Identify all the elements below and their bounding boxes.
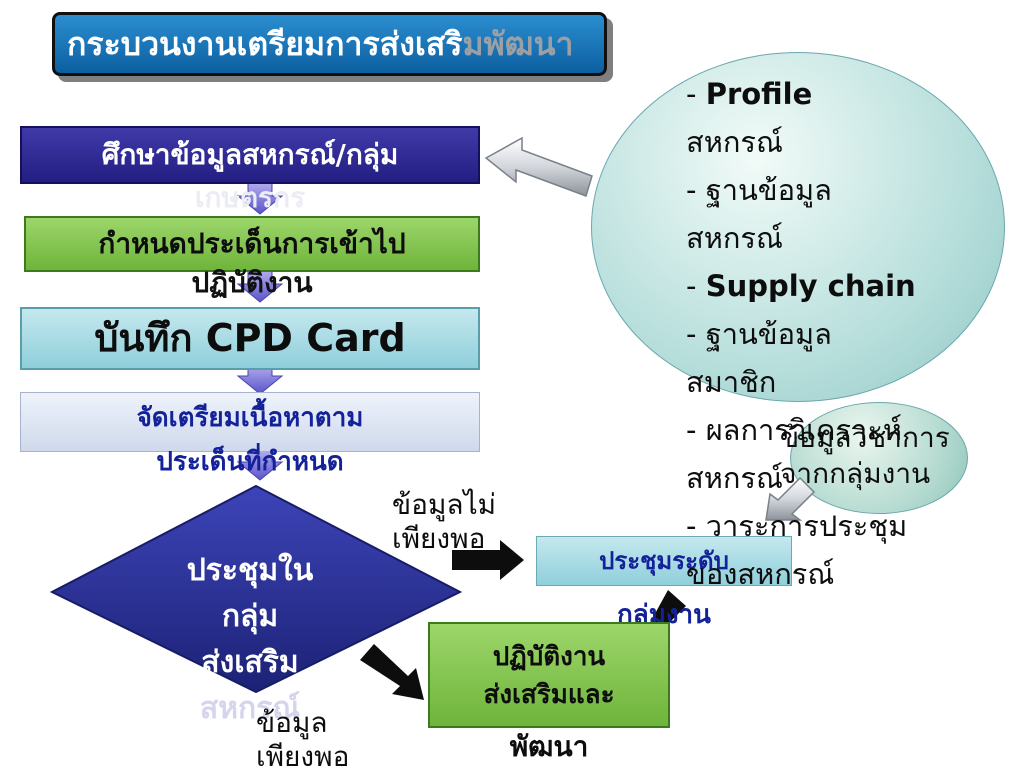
info-item: - ฐานข้อมูล — [686, 317, 832, 351]
info-item: - Profile — [686, 77, 813, 111]
step-act-line3: พัฒนา — [509, 730, 589, 763]
down-left-arrow-icon — [765, 476, 816, 521]
step-group-meeting: ประชุมระดับ กลุ่มงาน — [536, 536, 792, 630]
down-right-arrow-icon — [360, 644, 424, 700]
step-study-data: ศึกษาข้อมูลสหกรณ์/กลุ่ม เกษตรกร — [20, 126, 480, 214]
left-arrow-icon — [484, 136, 593, 197]
decision-line3: ส่งเสริม — [201, 645, 299, 680]
step-study-line2: เกษตรกร — [194, 181, 306, 214]
step-define-issues: กำหนดประเด็นการเข้าไป ปฏิบัติงาน — [24, 216, 480, 299]
step-define-line2: ปฏิบัติงาน — [191, 266, 313, 299]
info-item: สหกรณ์ — [686, 461, 783, 495]
info-item: - ฐานข้อมูล — [686, 173, 832, 207]
decision-diamond — [49, 484, 463, 694]
down-arrow-icon — [236, 181, 284, 215]
decision-line2: กลุ่ม — [221, 599, 279, 634]
info-item: - วาระการประชุม — [686, 509, 908, 543]
step-prepare-line1: จัดเตรียมเนื้อหาตาม — [136, 403, 364, 433]
label-sufficient-line2: เพียงพอ — [256, 740, 350, 773]
decision-line1: ประชุมใน — [186, 553, 314, 588]
step-record-cpd-card: บันทึก CPD Card — [20, 307, 480, 370]
step-meet-line1: ประชุมระดับ — [599, 547, 729, 575]
info-circle — [591, 52, 1005, 402]
info-item: - Supply chain — [686, 269, 916, 303]
decision-line4: สหกรณ์ — [199, 691, 301, 726]
right-arrow-icon — [452, 540, 524, 580]
diagram-title: กระบวนงานเตรียมการส่งเสริมพัฒนา — [52, 12, 607, 76]
step-study-line1: ศึกษาข้อมูลสหกรณ์/กลุ่ม — [101, 138, 399, 171]
step-prepare-line2: ประเด็นที่กำหนด — [156, 447, 344, 477]
label-sufficient: ข้อมูล เพียงพอ — [256, 706, 349, 774]
label-insufficient: ข้อมูลไม่ เพียงพอ — [392, 488, 496, 556]
label-insufficient-line1: ข้อมูลไม่ — [392, 488, 497, 521]
label-sufficient-line1: ข้อมูล — [256, 706, 328, 739]
label-insufficient-line2: เพียงพอ — [392, 522, 486, 555]
info-item: - ผลการวิเคราะห์ — [686, 413, 903, 447]
info-circle-list: - Profile สหกรณ์ - ฐานข้อมูล สหกรณ์ - Su… — [686, 70, 1016, 598]
down-arrow-icon — [236, 269, 284, 303]
step-operate: ปฏิบัติงาน ส่งเสริมและ พัฒนา — [428, 622, 670, 763]
step-act-line1: ปฏิบัติงาน — [492, 642, 606, 672]
info-circle-small — [790, 402, 968, 514]
info-item: สหกรณ์ — [686, 125, 783, 159]
info-item: สหกรณ์ — [686, 221, 783, 255]
title-part2: มพัฒนา — [462, 25, 574, 63]
down-arrow-icon — [236, 449, 284, 481]
decision-text: ประชุมใน กลุ่ม ส่งเสริม สหกรณ์ — [120, 548, 380, 732]
info-small-line1: ข้อมูลวิชาการ — [780, 421, 950, 454]
step-prepare-content: จัดเตรียมเนื้อหาตาม ประเด็นที่กำหนด — [20, 392, 480, 477]
info-item: ของสหกรณ์ — [686, 557, 835, 591]
title-part1: กระบวนงานเตรียมการส่งเสริ — [67, 25, 463, 63]
step-act-line2: ส่งเสริมและ — [483, 680, 615, 710]
info-item: สมาชิก — [686, 365, 777, 399]
step-define-line1: กำหนดประเด็นการเข้าไป — [98, 227, 406, 260]
step-record-label: บันทึก CPD Card — [94, 316, 406, 360]
